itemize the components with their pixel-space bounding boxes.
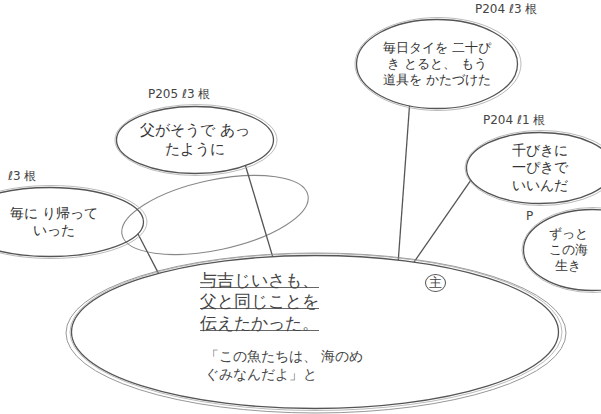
bubble-text: 「この魚たちは、 海のめぐみなんだよ」と [205, 348, 377, 383]
connector-line [246, 166, 273, 257]
page-reference: P204 ℓ3 根 [475, 2, 537, 17]
bubble-ellipse-retrace [522, 208, 601, 293]
bubble-text: ずっと この海 生き [540, 226, 596, 275]
concept-bubble: P ずっと この海 生き [522, 208, 601, 292]
sketch-outline [66, 253, 566, 413]
bubble-ellipse-retrace [465, 131, 601, 206]
page-reference: P204 ℓ1 根 [483, 113, 545, 128]
concept-bubble: ℓ3 根毎に り帰っていった [0, 186, 145, 258]
bubble-text: 毎日タイを 二十ぴき とると、 もう道具を かたづけた [382, 40, 492, 89]
page-reference: P [526, 209, 533, 224]
bubble-ellipse-retrace [115, 105, 277, 176]
bubble-ellipse [467, 133, 601, 204]
bubble-ellipse [72, 256, 559, 409]
bubble-text: 与吉じいさも、 父と同じことを 伝えたかった。 [200, 270, 328, 334]
page-reference: 主 [425, 274, 446, 292]
bubble-ellipse-retrace [355, 18, 521, 111]
bubble-ellipse [357, 20, 518, 109]
bubble-ellipse [117, 107, 274, 174]
connector-line [398, 106, 409, 260]
bubble-text: 父がそうで あったように [139, 121, 251, 159]
connector-line [138, 234, 159, 274]
bubble-ellipse [524, 210, 601, 291]
bubble-text: 千びきに 一ぴきで いいんだ [503, 142, 577, 195]
concept-bubble: P204 ℓ3 根毎日タイを 二十ぴき とると、 もう道具を かたづけた [355, 18, 519, 110]
bubble-ellipse-retrace [0, 186, 147, 259]
page-reference: P205 ℓ3 根 [148, 87, 210, 102]
bubble-ellipse [0, 188, 144, 257]
connector-line [414, 180, 471, 262]
bubble-ellipse-retrace [70, 254, 562, 411]
concept-bubble: 主 与吉じいさも、 父と同じことを 伝えたかった。「この魚たちは、 海のめぐみなん… [70, 254, 560, 410]
page-reference: ℓ3 根 [8, 169, 36, 184]
concept-bubble: P204 ℓ1 根千びきに 一ぴきで いいんだ [465, 131, 601, 205]
bubble-text: 毎に り帰っていった [4, 205, 104, 240]
sketch-loop [115, 161, 315, 269]
concept-bubble: P205 ℓ3 根父がそうで あったように [115, 105, 275, 175]
